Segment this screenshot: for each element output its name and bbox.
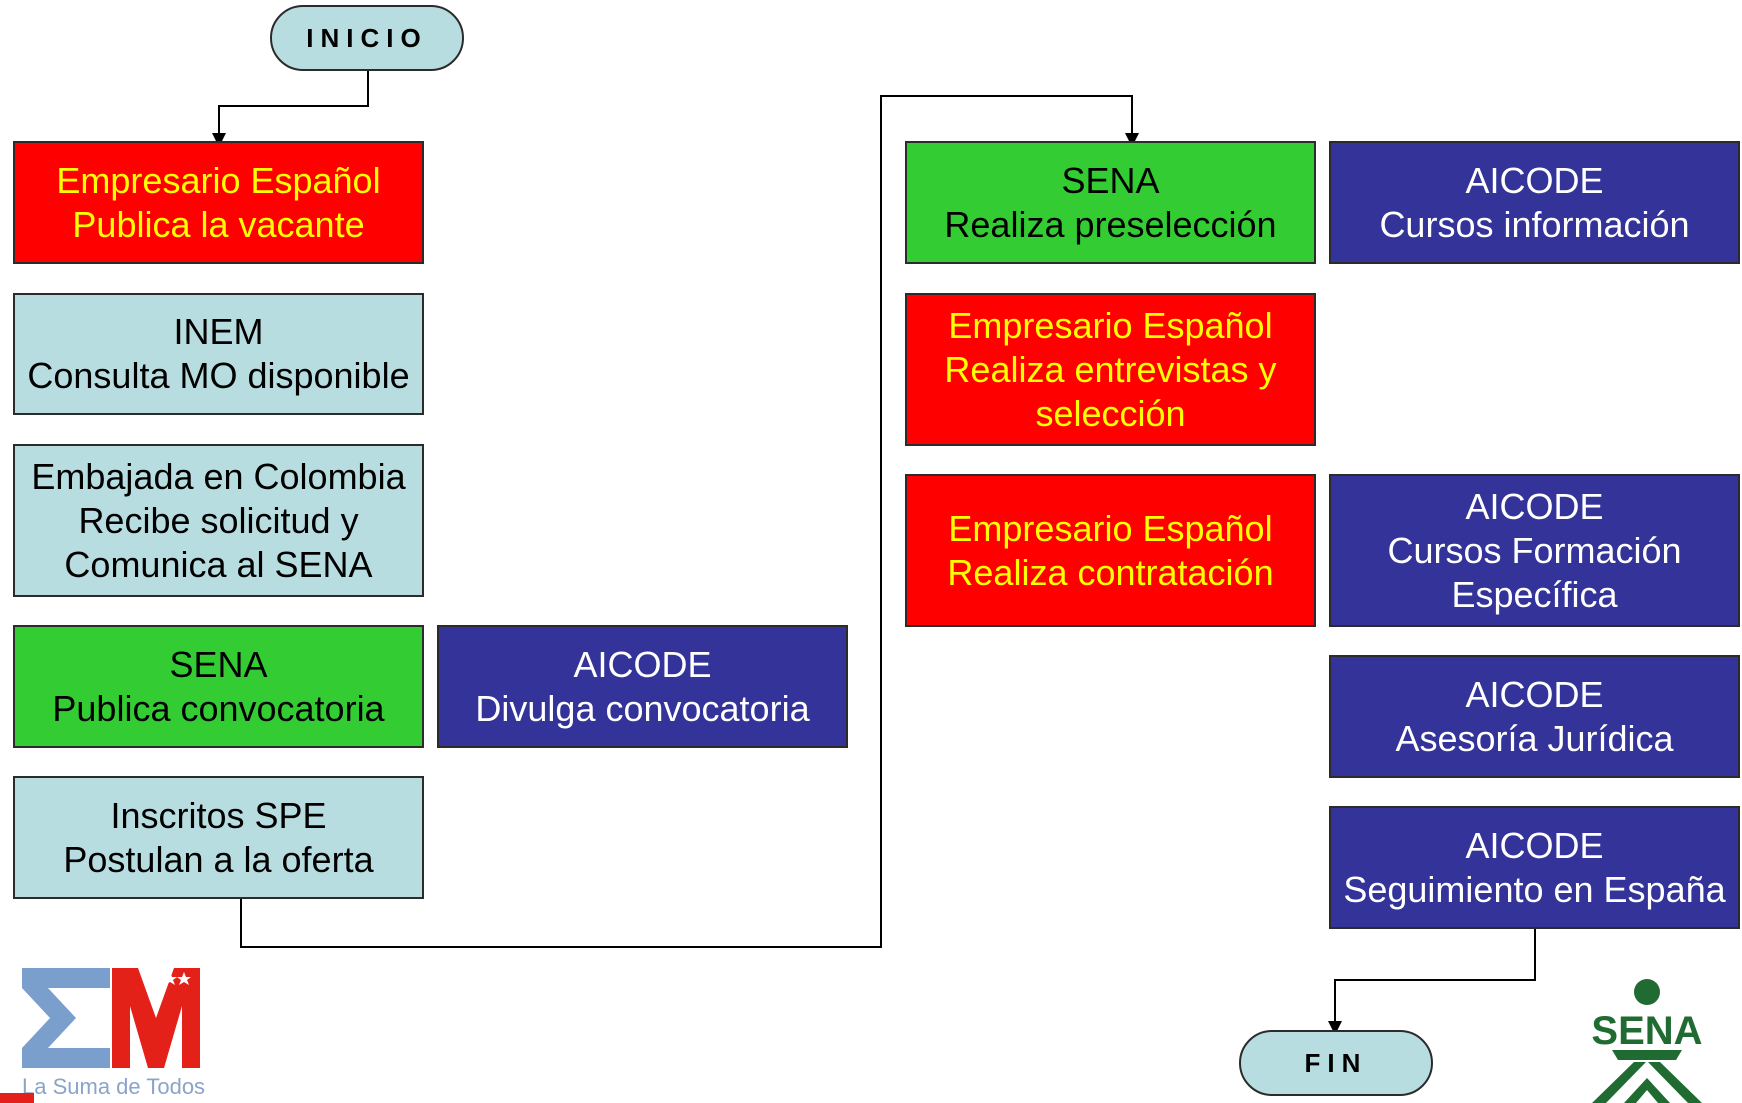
step-entity: Empresario Español (56, 159, 381, 201)
step-aicode-formacion: AICODE Cursos Formación Específica (1329, 474, 1740, 627)
connector-left-to-right-column (240, 95, 1139, 948)
step-action-line2: Específica (1451, 573, 1618, 615)
step-action: Cursos Formación (1387, 529, 1682, 571)
step-inscritos: Inscritos SPE Postulan a la oferta (13, 776, 424, 899)
start-terminal-label: INICIO (306, 22, 428, 53)
step-entity: Embajada en Colombia (31, 455, 406, 497)
step-action: Divulga convocatoria (475, 687, 810, 729)
em-tagline: La Suma de Todos (22, 1074, 205, 1099)
sena-logo-text: SENA (1591, 1009, 1702, 1053)
step-embajada: Embajada en Colombia Recibe solicitud y … (13, 444, 424, 597)
step-entity: AICODE (573, 643, 712, 685)
start-terminal: INICIO (270, 5, 464, 71)
step-sena-preseleccion: SENA Realiza preselección (905, 141, 1316, 264)
step-entity: INEM (173, 311, 264, 352)
step-entity: Inscritos SPE (110, 794, 327, 836)
step-action: Recibe solicitud y (78, 499, 359, 541)
step-action: Publica la vacante (72, 203, 365, 245)
step-action: Realiza contratación (947, 551, 1274, 593)
step-entity: SENA (169, 643, 268, 685)
step-entity: Empresario Español (948, 507, 1273, 549)
step-empresario-publica: Empresario Español Publica la vacante (13, 141, 424, 264)
step-entity: AICODE (1465, 824, 1604, 866)
step-aicode-juridica: AICODE Asesoría Jurídica (1329, 655, 1740, 778)
step-action: Cursos información (1379, 203, 1690, 245)
step-action: Asesoría Jurídica (1395, 717, 1674, 759)
step-aicode-divulga: AICODE Divulga convocatoria (437, 625, 848, 748)
step-aicode-cursos-info: AICODE Cursos información (1329, 141, 1740, 264)
connector-start-to-first (212, 70, 369, 147)
step-inem: INEM Consulta MO disponible (13, 293, 424, 415)
step-empresario-contratacion: Empresario Español Realiza contratación (905, 474, 1316, 627)
comunidad-madrid-logo: La Suma de Todos (22, 968, 205, 1099)
step-entity: AICODE (1465, 485, 1604, 527)
step-action-line2: Comunica al SENA (64, 543, 373, 585)
corner-mark (0, 1093, 34, 1103)
step-sena-publica: SENA Publica convocatoria (13, 625, 424, 748)
step-entity: Empresario Español (948, 304, 1273, 346)
step-entity: AICODE (1465, 673, 1604, 715)
step-empresario-entrevistas: Empresario Español Realiza entrevistas y… (905, 293, 1316, 446)
step-entity: SENA (1061, 159, 1160, 201)
end-terminal-label: FIN (1304, 1047, 1368, 1078)
step-action: Consulta MO disponible (27, 355, 410, 396)
step-action: Realiza preselección (944, 203, 1277, 245)
step-action: Postulan a la oferta (63, 838, 374, 880)
step-entity: AICODE (1465, 159, 1604, 201)
step-aicode-seguimiento: AICODE Seguimiento en España (1329, 806, 1740, 929)
connector-last-to-end (1328, 929, 1536, 1035)
step-action: Seguimiento en España (1343, 868, 1726, 910)
step-action-line2: selección (1035, 392, 1186, 434)
step-action: Publica convocatoria (52, 687, 385, 729)
sena-logo: SENA (1591, 979, 1703, 1103)
end-terminal: FIN (1239, 1030, 1433, 1096)
step-action: Realiza entrevistas y (944, 348, 1277, 390)
